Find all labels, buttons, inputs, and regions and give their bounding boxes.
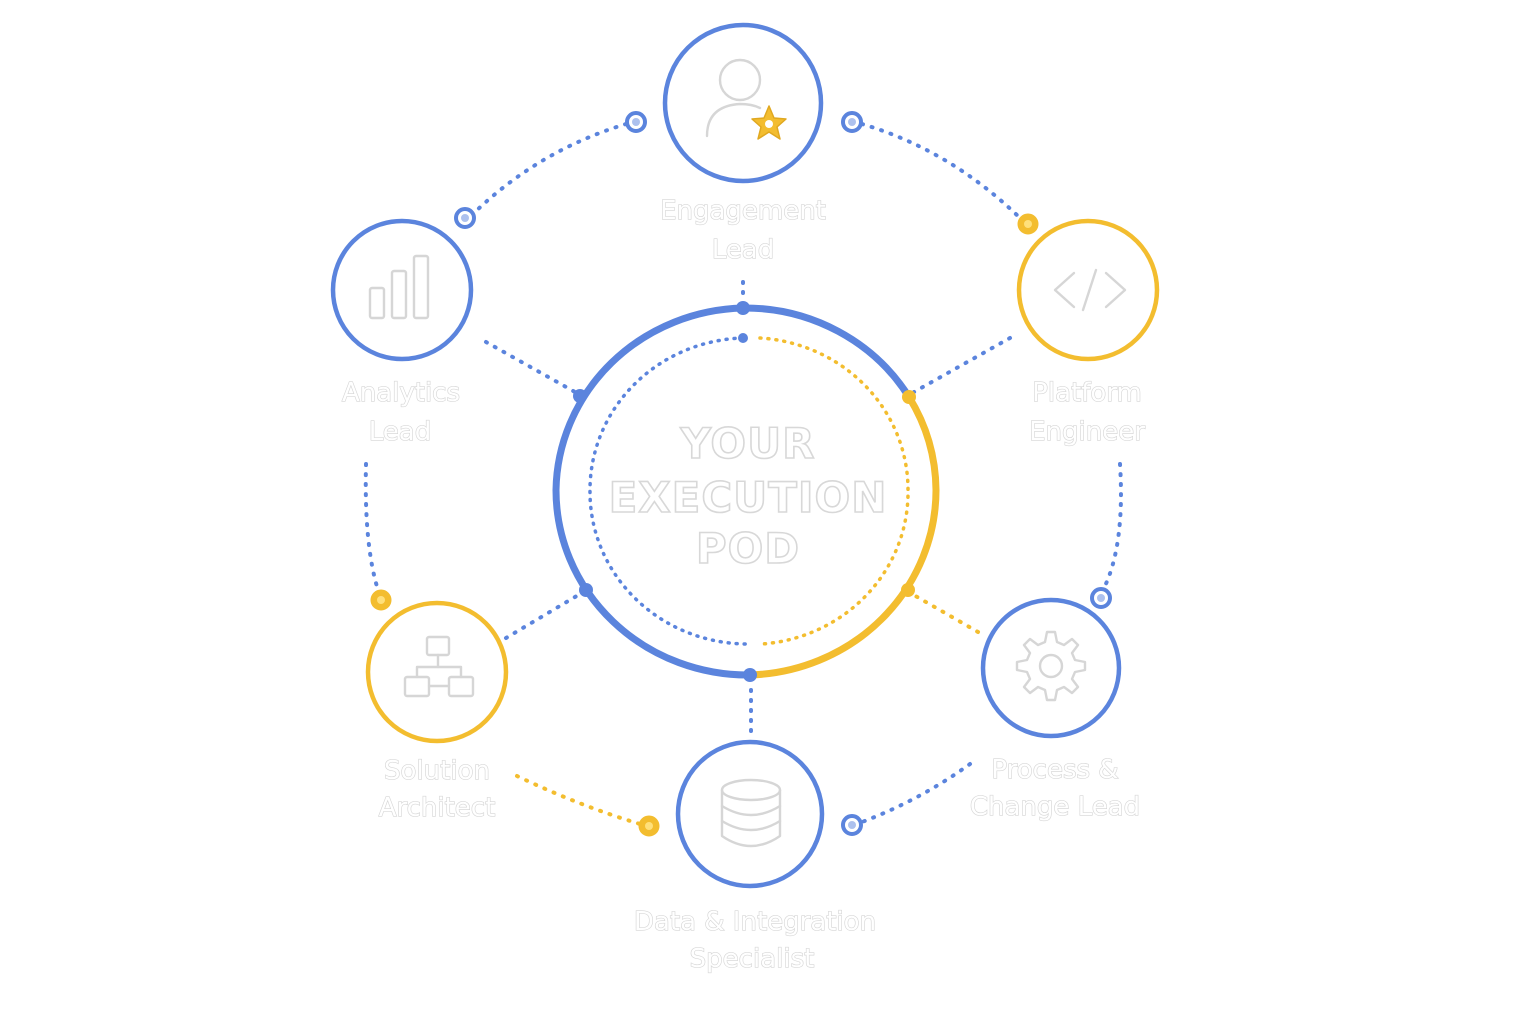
pod-title-line-3: POD bbox=[696, 524, 800, 573]
ring-node bbox=[573, 389, 587, 403]
role-label-line-2: Lead bbox=[369, 417, 431, 447]
connector-engagement-analytics bbox=[473, 122, 628, 214]
spoke-process bbox=[910, 592, 980, 634]
role-label-line-1: Platform bbox=[1032, 378, 1142, 408]
connector-dot bbox=[1024, 220, 1032, 228]
role-ring bbox=[980, 597, 1122, 739]
pod-title-line-2: EXECUTION bbox=[609, 473, 888, 522]
spokes bbox=[484, 280, 1012, 734]
role-ring bbox=[365, 600, 509, 744]
bar-chart-icon bbox=[368, 254, 430, 320]
role-ring bbox=[1016, 218, 1160, 362]
connector-platform-process bbox=[1102, 462, 1123, 590]
user-star-icon bbox=[705, 58, 787, 140]
inner-ring-yellow bbox=[758, 336, 910, 646]
role-process-change-lead: Process & Change Lead bbox=[969, 597, 1141, 823]
outer-connectors bbox=[363, 122, 1123, 826]
ring-node bbox=[902, 390, 916, 404]
connector-dot bbox=[848, 821, 856, 829]
role-analytics-lead: Analytics Lead bbox=[330, 218, 474, 448]
role-label-line-2: Engineer bbox=[1029, 417, 1145, 447]
ring-node bbox=[736, 301, 750, 315]
role-label-line-2: Specialist bbox=[690, 944, 815, 974]
connector-dot bbox=[377, 596, 385, 604]
inner-ring-dot bbox=[738, 333, 748, 343]
role-platform-engineer: Platform Engineer bbox=[1016, 218, 1160, 448]
role-label-line-1: Data & Integration bbox=[634, 907, 876, 937]
role-engagement-lead: Engagement Lead bbox=[659, 22, 827, 266]
spoke-solution bbox=[504, 592, 582, 640]
connector-solution-data bbox=[515, 774, 642, 826]
ring-node bbox=[579, 583, 593, 597]
role-label-line-2: Lead bbox=[712, 235, 774, 265]
connector-engagement-platform bbox=[860, 122, 1022, 220]
role-label-line-1: Solution bbox=[384, 756, 490, 786]
role-ring bbox=[330, 218, 474, 362]
connector-analytics-solution bbox=[363, 462, 380, 592]
spoke-platform bbox=[912, 336, 1012, 394]
connector-process-data bbox=[860, 762, 972, 824]
connector-dot bbox=[632, 118, 640, 126]
role-label-line-1: Engagement bbox=[660, 196, 826, 226]
gear-icon bbox=[1015, 630, 1087, 702]
pod-title-line-1: YOUR bbox=[679, 419, 815, 468]
inner-ring-blue bbox=[588, 336, 752, 646]
database-icon bbox=[720, 778, 782, 848]
connector-dot bbox=[848, 118, 856, 126]
role-label-line-2: Architect bbox=[379, 793, 496, 823]
connector-dots bbox=[370, 111, 1112, 837]
connector-dot bbox=[461, 214, 469, 222]
role-label-line-1: Analytics bbox=[342, 378, 460, 408]
role-label-line-1: Process & bbox=[991, 755, 1118, 785]
code-icon bbox=[1053, 268, 1127, 312]
role-solution-architect: Solution Architect bbox=[365, 600, 509, 824]
ring-node bbox=[743, 668, 757, 682]
connector-dot bbox=[645, 822, 653, 830]
flowchart-icon bbox=[403, 635, 475, 698]
connector-dot bbox=[1097, 594, 1105, 602]
outer-ring-yellow bbox=[746, 393, 940, 679]
ring-node bbox=[901, 583, 915, 597]
spoke-analytics bbox=[484, 340, 577, 394]
role-data-integration-specialist: Data & Integration Specialist bbox=[633, 739, 877, 975]
central-pod: YOUR EXECUTION POD bbox=[552, 301, 940, 682]
role-label-line-2: Change Lead bbox=[970, 792, 1140, 822]
